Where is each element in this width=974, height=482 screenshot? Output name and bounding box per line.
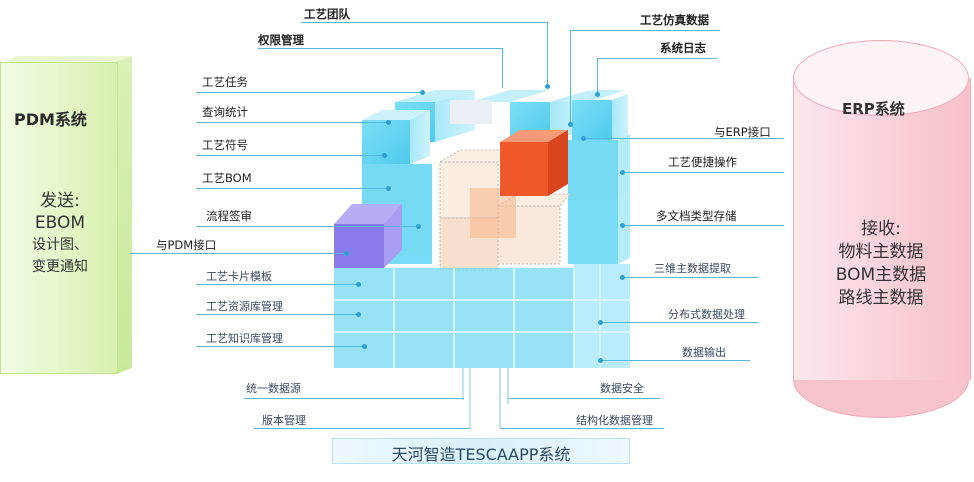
- leader-dot: [598, 320, 603, 325]
- leader-line: [254, 428, 470, 429]
- leader-dot: [620, 170, 625, 175]
- pdm-box-side: [116, 56, 132, 374]
- purple-cube: [334, 204, 402, 268]
- leader-line: [196, 122, 388, 123]
- leader-line: [622, 225, 784, 226]
- erp-receive-line: 接收:: [861, 219, 901, 239]
- bottom-guides: [462, 368, 509, 428]
- leader-line: [570, 30, 720, 31]
- label-data-output: 数据输出: [682, 346, 726, 359]
- pdm-send-line: 变更通知: [32, 259, 88, 275]
- erp-receive-line: BOM主数据: [835, 265, 927, 285]
- erp-receive-line: 物料主数据: [838, 242, 924, 262]
- leader-line: [196, 188, 388, 189]
- leader-line: [547, 22, 548, 84]
- leader-dot: [620, 275, 625, 280]
- leader-line: [622, 277, 758, 278]
- pdm-send-line: 发送:: [40, 191, 80, 211]
- leader-dot: [598, 358, 603, 363]
- label-query-stats: 查询统计: [202, 105, 248, 119]
- orange-cube: [500, 130, 568, 196]
- pdm-title: PDM系统: [14, 110, 87, 129]
- leader-dot: [356, 312, 361, 317]
- pdm-system-box: [0, 62, 118, 374]
- label-process-symbol: 工艺符号: [202, 138, 248, 152]
- leader-line: [500, 428, 664, 429]
- label-sim-data: 工艺仿真数据: [640, 13, 709, 27]
- label-permission-mgmt: 权限管理: [258, 33, 304, 47]
- leader-dot: [420, 90, 425, 95]
- leader-dot: [344, 251, 349, 256]
- erp-receive-line: 路线主数据: [838, 288, 924, 308]
- leader-line: [502, 48, 503, 88]
- leader-line: [244, 398, 464, 399]
- leader-line: [258, 48, 502, 49]
- erp-title: ERP系统: [842, 100, 905, 118]
- leader-dot: [568, 122, 573, 127]
- leader-line: [196, 92, 424, 93]
- pdm-send-list: 发送: EBOM 设计图、 变更通知: [20, 190, 100, 278]
- leader-dot: [581, 136, 586, 141]
- leader-line: [301, 22, 547, 23]
- leader-line: [196, 226, 418, 227]
- label-distributed-data: 分布式数据处理: [668, 308, 745, 321]
- leader-dot: [595, 92, 600, 97]
- label-process-task: 工艺任务: [202, 75, 248, 89]
- leader-line: [600, 360, 750, 361]
- pdm-box-top: [0, 56, 132, 64]
- leader-dot: [416, 224, 421, 229]
- leader-dot: [382, 153, 387, 158]
- label-knowledge-mgmt: 工艺知识库管理: [206, 332, 283, 345]
- label-multi-doc-storage: 多文档类型存储: [656, 209, 737, 223]
- leader-dot: [386, 186, 391, 191]
- label-structured-data: 结构化数据管理: [576, 414, 653, 427]
- pdm-send-line: EBOM: [34, 213, 86, 233]
- leader-dot: [386, 120, 391, 125]
- footer-system-bar: [332, 438, 630, 464]
- leader-dot: [356, 282, 361, 287]
- erp-receive-list: 接收: 物料主数据 BOM主数据 路线主数据: [815, 218, 947, 310]
- label-process-bom: 工艺BOM: [202, 171, 252, 185]
- leader-line: [597, 58, 598, 94]
- leader-line: [570, 30, 571, 124]
- leader-line: [196, 284, 358, 285]
- leader-line: [622, 172, 784, 173]
- leader-line: [196, 314, 358, 315]
- leader-line: [508, 398, 660, 399]
- label-version-mgmt: 版本管理: [262, 414, 306, 427]
- cube-inner-transparent: [438, 149, 572, 271]
- leader-dot: [545, 84, 550, 89]
- label-data-security: 数据安全: [600, 382, 644, 395]
- label-data-source: 统一数据源: [246, 382, 301, 395]
- erp-system-cylinder: [793, 40, 971, 418]
- label-pdm-interface: 与PDM接口: [156, 238, 217, 252]
- erp-cylinder-body: [793, 78, 971, 380]
- erp-cylinder-top: [793, 40, 969, 116]
- leader-dot: [362, 344, 367, 349]
- label-process-team: 工艺团队: [304, 7, 350, 21]
- leader-dot: [620, 223, 625, 228]
- cube-blocks-lower: [334, 264, 630, 368]
- label-resource-mgmt: 工艺资源库管理: [206, 300, 283, 313]
- label-process-template: 工艺卡片模板: [206, 270, 272, 283]
- leader-line: [196, 346, 364, 347]
- label-master-data-extract: 三维主数据提取: [654, 262, 731, 275]
- leader-line: [597, 58, 717, 59]
- leader-line: [196, 155, 384, 156]
- leader-line: [130, 253, 346, 254]
- leader-line: [584, 138, 784, 139]
- label-system-log: 系统日志: [660, 41, 706, 55]
- label-quick-ops: 工艺便捷操作: [668, 155, 737, 169]
- label-erp-interface: 与ERP接口: [714, 125, 771, 139]
- pdm-send-line: 设计图、: [32, 237, 88, 253]
- label-flow-approval: 流程签审: [206, 209, 252, 223]
- footer-system-title: 天河智造TESCAAPP系统: [391, 445, 571, 464]
- leader-line: [600, 322, 758, 323]
